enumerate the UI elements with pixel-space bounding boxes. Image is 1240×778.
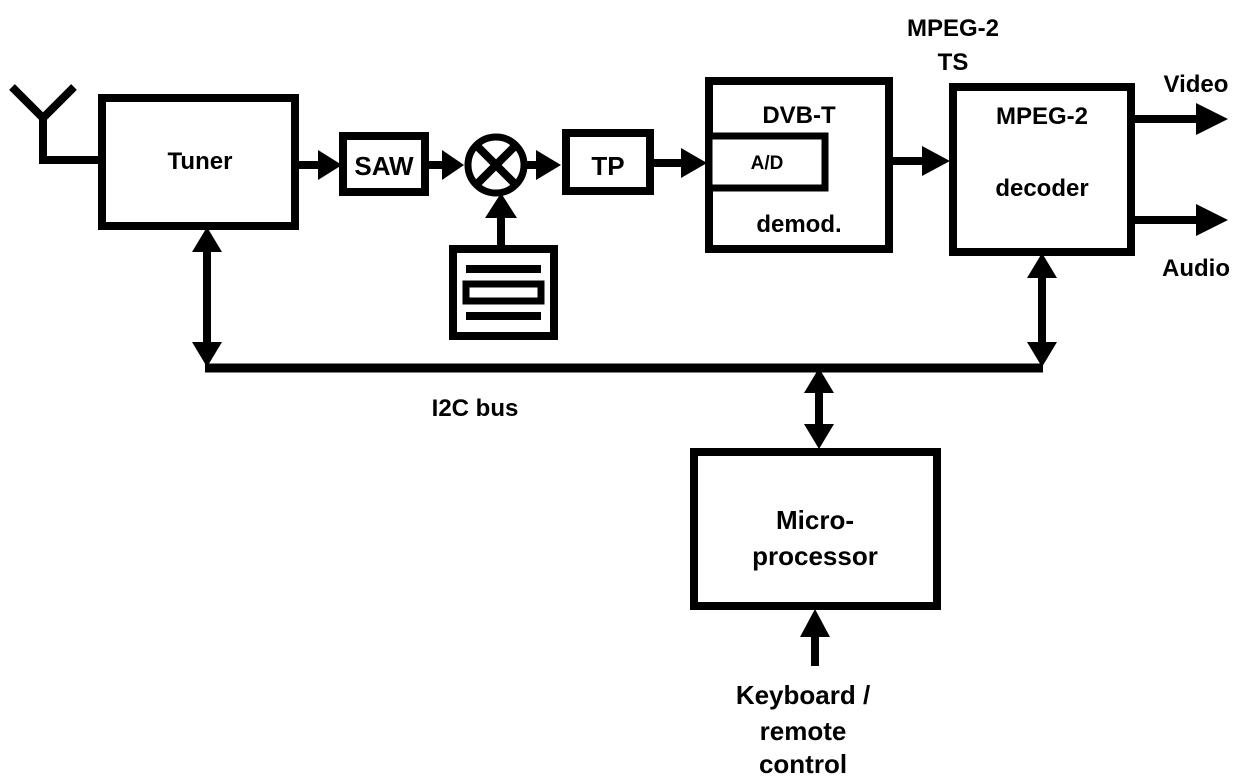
arrow-head <box>800 609 830 637</box>
input-label-line1: Keyboard / <box>736 680 870 710</box>
microprocessor-block: Micro- processor <box>690 448 941 610</box>
saw-filter-block: SAW <box>339 132 429 196</box>
mpeg-decoder-label-line1: MPEG-2 <box>996 103 1088 130</box>
i2c-bus-label: I2C bus <box>432 395 519 422</box>
video-output-label: Video <box>1164 71 1229 98</box>
arrow-head <box>922 146 950 176</box>
micro-label-line2: processor <box>752 541 878 571</box>
arrow-head <box>318 150 342 180</box>
tuner-block: Tuner <box>98 94 299 230</box>
mpeg-decoder-label-line2: decoder <box>995 175 1088 202</box>
arrow-head <box>804 424 834 449</box>
tp-label: TP <box>591 151 624 181</box>
arrow-head <box>485 193 517 218</box>
arrow-head <box>1196 103 1228 135</box>
micro-label-line1: Micro- <box>776 505 854 535</box>
ad-label: A/D <box>751 153 784 174</box>
input-label-line3: control <box>759 749 847 778</box>
audio-output-label: Audio <box>1162 255 1230 282</box>
input-label-line2: remote <box>760 716 847 746</box>
ad-converter-block <box>705 132 829 192</box>
tp-filter-block: TP <box>562 129 654 195</box>
dvbt-demodulator-block: DVB-T A/D demod. <box>705 77 893 253</box>
arrow-head <box>192 227 222 252</box>
dvbt-title: DVB-T <box>762 102 836 129</box>
arrow-head <box>192 342 222 367</box>
arrow-head <box>442 150 464 180</box>
mpeg2-decoder-block: MPEG-2 decoder <box>949 83 1135 256</box>
i2c-bus <box>192 227 1057 449</box>
arrow-head <box>536 150 561 180</box>
arrow-head <box>1027 253 1057 278</box>
ts-label-line2: TS <box>938 49 969 76</box>
demod-label: demod. <box>756 211 841 238</box>
local-oscillator-icon <box>449 245 558 340</box>
arrow-head <box>681 148 707 178</box>
arrow-head <box>1027 342 1057 367</box>
tuner-label: Tuner <box>168 148 233 175</box>
saw-label: SAW <box>354 151 414 181</box>
antenna-icon <box>9 84 102 164</box>
ts-label-line1: MPEG-2 <box>907 15 999 42</box>
arrow-head <box>804 368 834 393</box>
mixer-icon <box>464 133 528 197</box>
arrow-head <box>1196 204 1228 236</box>
